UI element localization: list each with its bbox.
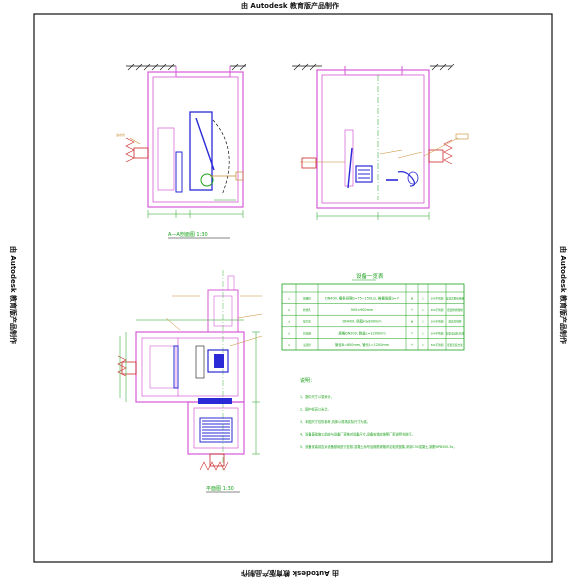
note-item: 2、图中标高以米计。: [300, 407, 331, 412]
table-cell-qty: 1: [422, 331, 424, 335]
table-cell-qty: 1: [422, 343, 424, 347]
watermark-bottom: 由 Autodesk 教育版产品制作: [241, 569, 340, 577]
table-cell-note: 配套电动执行器: [446, 331, 465, 335]
note-item: 3、本图尺寸仅供参考,具体以现场实际尺寸为准。: [300, 419, 370, 424]
watermark-left: 由 Autodesk 教育版产品制作: [9, 245, 17, 344]
table-cell-material: 304不锈钢: [431, 343, 444, 347]
notes-block: 说明： 1、图中尺寸以毫米计。 2、图中标高以米计。 3、本图尺寸仅供参考,具体以现…: [300, 377, 457, 449]
table-cell-no: ④: [288, 332, 291, 335]
table-cell-spec: DN400, 栅条间隙b=75~150L/s, 格栅角度α=7: [325, 296, 399, 301]
table-cell-unit: 台: [411, 297, 414, 301]
table-cell-material: 304不锈钢: [431, 331, 444, 335]
table-cell-unit: 个: [411, 331, 414, 335]
equipment-table: 设备一览表 ① 格栅机 DN400, 栅条间隙b=75~150L/s, 格栅角度α=…: [281, 272, 465, 351]
table-cell-unit: 台: [411, 320, 414, 324]
table-cell-name: 格栅机: [303, 297, 311, 301]
table-cell-name: 提升泵: [303, 320, 311, 324]
section-view-title: A—A剖面图 1:30: [168, 231, 208, 238]
equipment-table-title: 设备一览表: [356, 272, 384, 280]
table-cell-no: ⑤: [288, 344, 291, 347]
table-cell-note: 配套控制柜: [449, 320, 462, 324]
table-cell-note: 配套安装支架: [447, 343, 463, 347]
table-cell-name: 检修孔: [303, 308, 311, 312]
plan-view: 平面图 1:30: [117, 270, 263, 493]
table-cell-spec: 管径B=800mm, 管长L=1200mm: [335, 342, 390, 347]
watermark-top: 由 Autodesk 教育版产品制作: [240, 2, 339, 10]
table-cell-material: 304不锈钢: [431, 320, 444, 324]
sheet-border: [33, 13, 553, 563]
table-cell-qty: 1: [422, 320, 424, 324]
table-cell-note: 渠道式粉碎格栅: [446, 297, 465, 301]
table-cell-name: 排泥阀: [303, 331, 311, 335]
svg-text:进水管: 进水管: [116, 132, 125, 137]
table-cell-material: 304不锈钢: [431, 308, 444, 312]
table-cell-qty: 1: [422, 297, 424, 301]
table-cell-spec: 规格DN200, 数量L=1200mm: [338, 330, 386, 335]
table-cell-no: ①: [288, 298, 291, 301]
table-cell-no: ③: [288, 321, 291, 324]
table-cell-no: ②: [288, 309, 291, 312]
table-cell-material: 304不锈钢: [431, 297, 444, 301]
table-cell-qty: 1: [422, 308, 424, 312]
table-cell-name: 溢流管: [303, 343, 311, 347]
watermark-right: 由 Autodesk 教育版产品制作: [559, 245, 567, 344]
table-cell-unit: 个: [411, 308, 414, 312]
table-cell-unit: 个: [411, 343, 414, 347]
notes-title: 说明：: [300, 377, 315, 384]
table-cell-spec: 900×900mm: [351, 308, 374, 312]
section-view-left: 进水管 A—A剖面图 1:30: [116, 63, 247, 239]
plan-view-title: 平面图 1:30: [206, 486, 234, 492]
table-cell-note: 配套检修爬梯: [447, 308, 463, 312]
note-item: 1、图中尺寸以毫米计。: [300, 394, 334, 399]
note-item: 5、设备安装前应对设备基础进行复核,混凝土标号及钢筋规格详见相关图集,采用C30…: [300, 444, 457, 449]
note-item: 4、设备基础施工前应与设备厂家核对设备尺寸,设备安装应按照厂家说明书进行。: [300, 432, 415, 437]
table-cell-spec: DN400, 扬程H≥800mm: [342, 319, 382, 324]
section-view-right: [292, 63, 469, 220]
